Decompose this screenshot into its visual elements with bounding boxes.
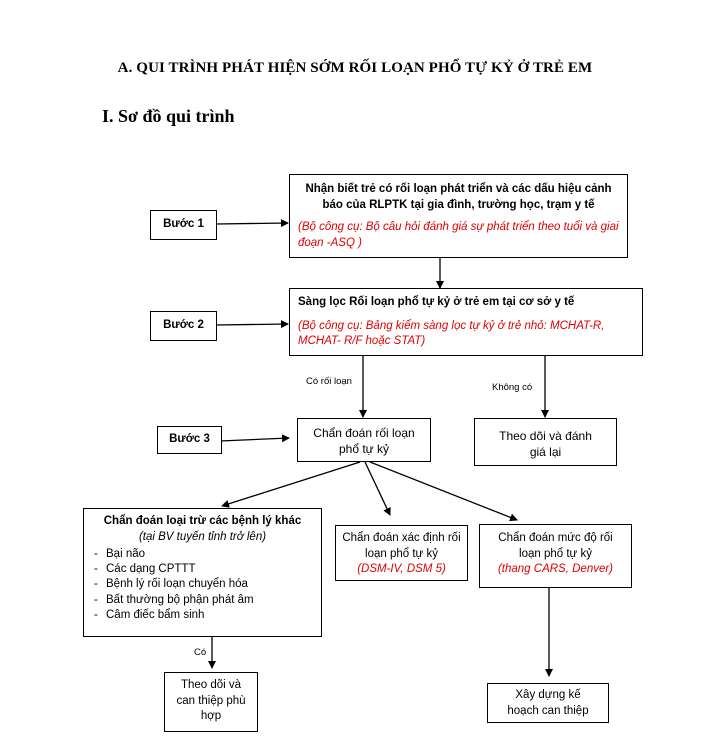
- list-item: Câm điếc bẩm sinh: [94, 608, 313, 623]
- box-confirm-text: Chẩn đoán xác định rối loạn phổ tự kỷ: [342, 532, 461, 560]
- box-confirm-tool: (DSM-IV, DSM 5): [357, 563, 446, 576]
- label-yes: Có: [194, 647, 207, 658]
- list-item: Bất thường bộ phận phát âm: [94, 593, 313, 608]
- box-severity-diagnosis: Chẩn đoán mức độ rối loạn phổ tự kỷ (tha…: [479, 524, 632, 588]
- box-severity-text: Chẩn đoán mức độ rối loạn phổ tự kỷ: [498, 532, 613, 560]
- list-item: Bại não: [94, 547, 313, 562]
- section-title: I. Sơ đồ qui trình: [102, 106, 235, 126]
- label-has-disorder: Có rối loạn: [306, 376, 352, 387]
- box-exclusion: Chẩn đoán loại trừ các bệnh lý khác (tại…: [83, 508, 322, 637]
- box-recognize-text: Nhận biết trẻ có rối loạn phát triển và …: [305, 183, 612, 211]
- arrow-step2: [215, 320, 289, 329]
- page-heading: A. QUI TRÌNH PHÁT HIỆN SỚM RỐI LOẠN PHỔ …: [117, 60, 593, 76]
- box-recognize-tool: (Bộ công cụ: Bộ câu hỏi đánh giá sự phát…: [298, 221, 619, 249]
- box-exclusion-title: Chẩn đoán loại trừ các bệnh lý khác: [103, 515, 302, 527]
- exclusion-list: Bại não Các dạng CPTTT Bệnh lý rối loạn …: [92, 547, 313, 623]
- box-intervention-plan: Xây dựng kế hoạch can thiệp: [487, 683, 609, 723]
- box-confirm-diagnosis: Chẩn đoán xác định rối loạn phổ tự kỷ (D…: [335, 525, 468, 581]
- arrow-box3-to-confirm: [364, 461, 391, 516]
- box-diagnose-asd: Chẩn đoán rối loạn phổ tự kỷ: [297, 418, 431, 462]
- step2-box: Bước 2: [150, 311, 217, 341]
- arrow-box3-to-severity: [369, 461, 518, 522]
- box-screening: Sàng lọc Rối loạn phổ tự kỷ ở trẻ em tại…: [289, 288, 643, 356]
- box-intervention: Theo dõi và can thiệp phù hợp: [164, 672, 258, 732]
- step3-box: Bước 3: [157, 426, 222, 454]
- list-item: Bệnh lý rối loạn chuyển hóa: [94, 577, 313, 592]
- box-severity-tool: (thang CARS, Denver): [497, 563, 614, 576]
- box-follow-up: Theo dõi và đánh giá lại: [474, 418, 617, 466]
- label-no-disorder: Không có: [492, 382, 533, 393]
- list-item: Các dạng CPTTT: [94, 562, 313, 577]
- arrow-step1: [215, 219, 289, 228]
- box-exclusion-subtitle: (tại BV tuyến tỉnh trở lên): [138, 530, 267, 543]
- box-recognize: Nhận biết trẻ có rối loạn phát triển và …: [289, 174, 628, 258]
- step1-box: Bước 1: [150, 210, 217, 240]
- box-screening-text: Sàng lọc Rối loạn phổ tự kỷ ở trẻ em tại…: [298, 296, 575, 308]
- arrow-box3-to-exclude: [221, 461, 361, 508]
- box-screening-tool: (Bộ công cụ: Bảng kiểm sàng lọc tự kỷ ở …: [298, 319, 605, 348]
- arrow-step3: [219, 434, 290, 443]
